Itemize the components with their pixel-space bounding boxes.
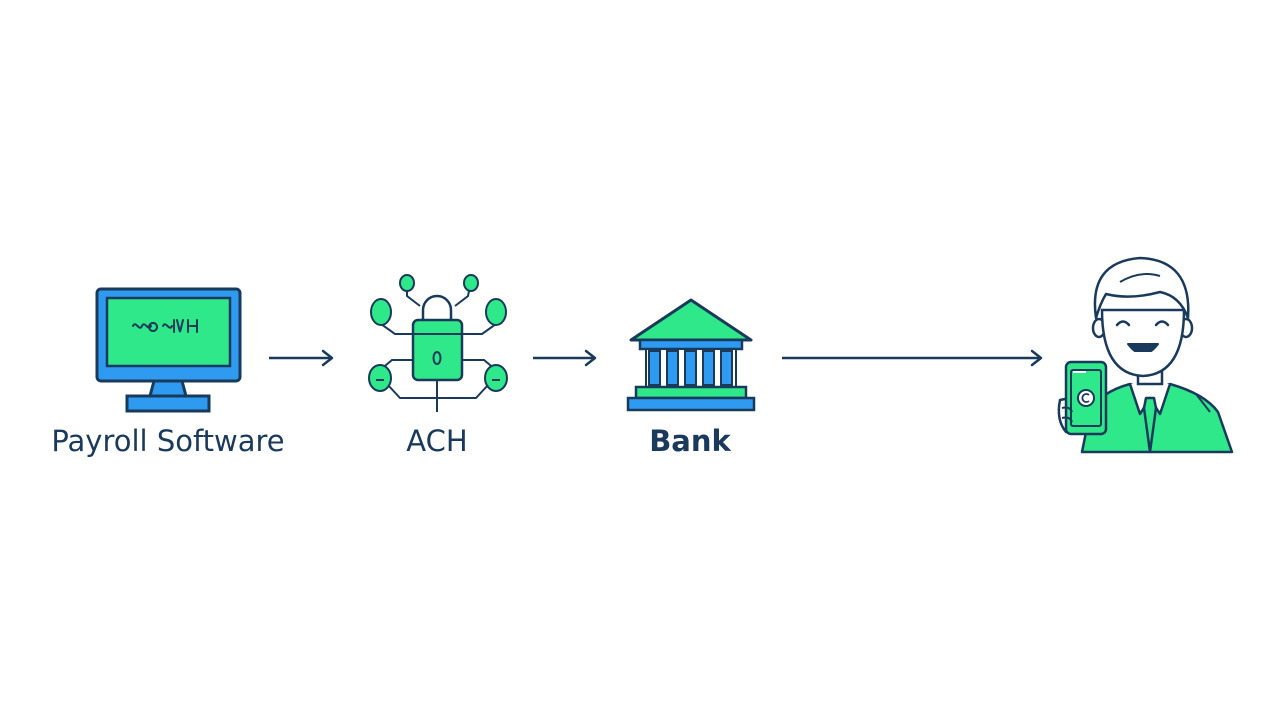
payroll-software-label: Payroll Software (51, 424, 285, 458)
ach-label: ACH (406, 424, 468, 458)
employee-with-phone-icon (1057, 256, 1234, 454)
flow-arrow-1 (269, 349, 334, 367)
flow-arrow-3 (782, 349, 1043, 367)
network-lock-icon (368, 274, 508, 412)
bank-building-icon (626, 298, 756, 412)
flow-arrow-2 (533, 349, 597, 367)
computer-monitor-icon (95, 287, 242, 413)
screen-scribble (132, 319, 198, 333)
bank-label: Bank (649, 424, 731, 458)
